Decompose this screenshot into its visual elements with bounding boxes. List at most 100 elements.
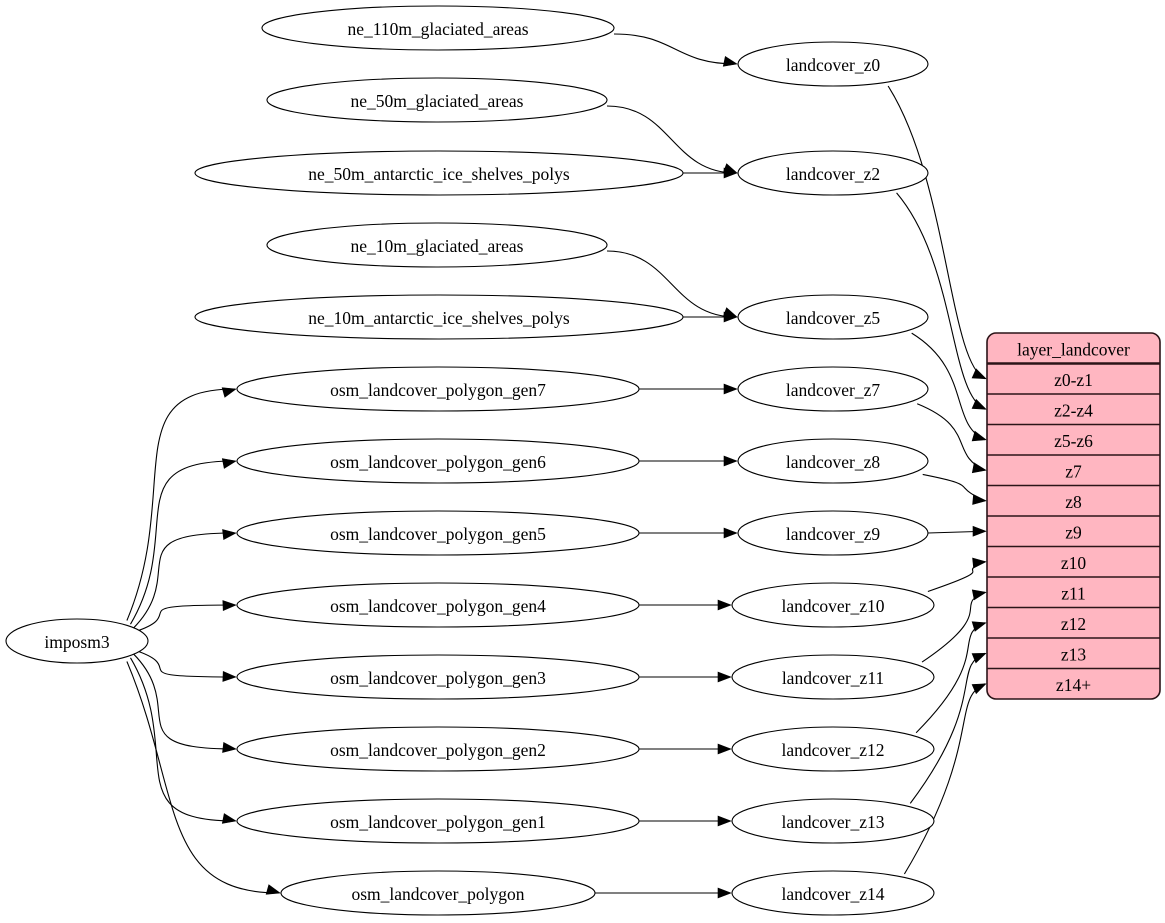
edge-landcover_z14-to-table-z14+ [903,683,987,875]
node-landcover_z11[interactable]: landcover_z11 [731,654,935,700]
node-shape [737,438,929,484]
nodes-layer: ne_110m_glaciated_areas ne_50m_glaciated_… [5,5,935,916]
table-row-label: z10 [1061,553,1087,573]
node-landcover_z8[interactable]: landcover_z8 [737,438,929,484]
table-row-label: z14+ [1056,675,1091,695]
node-osm_landcover_polygon_gen1[interactable]: osm_landcover_polygon_gen1 [236,798,640,844]
node-landcover_z2[interactable]: landcover_z2 [737,150,929,196]
node-osm_landcover_polygon_gen5[interactable]: osm_landcover_polygon_gen5 [236,510,640,556]
node-shape [236,510,640,556]
edge-line [135,650,236,678]
node-osm_landcover_polygon_gen4[interactable]: osm_landcover_polygon_gen4 [236,582,640,628]
node-landcover_z13[interactable]: landcover_z13 [731,798,935,844]
edge-osm_landcover_polygon_gen3-to-landcover_z11 [639,671,732,683]
node-landcover_z14[interactable]: landcover_z14 [731,870,935,916]
edge-landcover_z12-to-table-z12 [915,621,987,734]
node-label: imposm3 [44,632,109,652]
edge-arrowhead [972,557,987,569]
node-label: osm_landcover_polygon_gen3 [330,668,546,688]
edge-arrowhead [971,430,987,442]
edge-landcover_z13-to-table-z13 [909,652,987,804]
edge-arrowhead [717,743,732,755]
edge-landcover_z7-to-table-z7 [916,403,987,474]
node-shape [737,510,929,556]
edge-imposm3-to-osm_landcover_polygon [126,661,281,895]
edge-arrowhead [717,887,732,899]
edge-arrowhead [971,589,987,601]
node-label: landcover_z10 [781,596,884,616]
node-landcover_z7[interactable]: landcover_z7 [737,366,929,412]
edge-line [126,661,280,894]
node-shape [731,870,935,916]
node-label: landcover_z12 [781,740,884,760]
edge-line [606,105,737,174]
node-osm_landcover_polygon_gen2[interactable]: osm_landcover_polygon_gen2 [236,726,640,772]
edge-arrowhead [723,167,738,179]
edge-arrowhead [723,455,738,467]
edge-landcover_z9-to-table-z9 [927,525,987,537]
edge-line [606,250,737,318]
node-shape [737,150,929,196]
node-shape [731,654,935,700]
node-landcover_z12[interactable]: landcover_z12 [731,726,935,772]
node-landcover_z0[interactable]: landcover_z0 [737,41,929,87]
node-label: landcover_z0 [786,55,881,75]
node-label: landcover_z8 [786,452,881,472]
node-label: osm_landcover_polygon_gen6 [330,452,546,472]
edge-osm_landcover_polygon_gen2-to-landcover_z12 [639,743,732,755]
node-label: landcover_z11 [782,668,884,688]
edge-ne_10m_antarctic_ice_shelves_polys-to-landcover_z5 [683,311,738,323]
edge-line [126,388,236,621]
node-imposm3[interactable]: imposm3 [5,618,149,664]
node-shape [731,582,935,628]
node-label: landcover_z5 [786,308,881,328]
edge-arrowhead [971,621,987,632]
table-row-label: z5-z6 [1054,431,1093,451]
node-label: ne_110m_glaciated_areas [347,19,528,39]
node-landcover_z5[interactable]: landcover_z5 [737,294,929,340]
edge-arrowhead [972,494,987,505]
edge-imposm3-to-osm_landcover_polygon_gen7 [126,387,237,621]
node-ne_50m_antarctic_ice_shelves_polys[interactable]: ne_50m_antarctic_ice_shelves_polys [194,150,684,196]
edge-arrowhead [717,815,732,827]
edge-landcover_z0-to-table-z0-z1 [887,85,987,380]
layer-landcover-table[interactable]: layer_landcoverz0-z1z2-z4z5-z6z7z8z9z10z… [986,332,1161,700]
table-row-label: z7 [1065,461,1082,481]
node-landcover_z9[interactable]: landcover_z9 [737,510,929,556]
edge-osm_landcover_polygon_gen5-to-landcover_z9 [639,527,738,539]
table-row-label: z2-z4 [1054,400,1093,420]
node-label: ne_10m_antarctic_ice_shelves_polys [308,308,570,328]
node-shape [5,618,149,664]
node-landcover_z10[interactable]: landcover_z10 [731,582,935,628]
node-label: osm_landcover_polygon_gen7 [330,380,546,400]
node-label: ne_50m_antarctic_ice_shelves_polys [308,164,570,184]
node-osm_landcover_polygon_gen7[interactable]: osm_landcover_polygon_gen7 [236,366,640,412]
edge-ne_50m_antarctic_ice_shelves_polys-to-landcover_z2 [683,167,738,179]
node-shape [236,654,640,700]
edge-line [135,604,236,632]
edge-arrowhead [723,527,738,539]
node-label: landcover_z2 [786,164,880,184]
edge-imposm3-to-osm_landcover_polygon_gen1 [130,657,237,824]
edge-arrowhead [221,458,237,469]
node-osm_landcover_polygon_gen3[interactable]: osm_landcover_polygon_gen3 [236,654,640,700]
node-shape [280,870,596,916]
node-ne_10m_glaciated_areas[interactable]: ne_10m_glaciated_areas [266,222,608,268]
table-row-label: z12 [1061,614,1086,634]
edge-imposm3-to-osm_landcover_polygon_gen4 [135,600,237,632]
node-ne_110m_glaciated_areas[interactable]: ne_110m_glaciated_areas [261,5,615,51]
edge-arrowhead [971,462,987,474]
edge-arrowhead [221,813,237,824]
edge-imposm3-to-osm_landcover_polygon_gen6 [130,458,237,625]
edge-arrowhead [222,529,237,540]
node-osm_landcover_polygon_gen6[interactable]: osm_landcover_polygon_gen6 [236,438,640,484]
node-ne_50m_glaciated_areas[interactable]: ne_50m_glaciated_areas [266,77,608,123]
table-row-label: z9 [1065,522,1082,542]
node-label: osm_landcover_polygon_gen2 [330,740,546,760]
node-shape [261,5,615,51]
edges-layer [126,33,987,899]
node-osm_landcover_polygon[interactable]: osm_landcover_polygon [280,870,596,916]
node-ne_10m_antarctic_ice_shelves_polys[interactable]: ne_10m_antarctic_ice_shelves_polys [194,294,684,340]
